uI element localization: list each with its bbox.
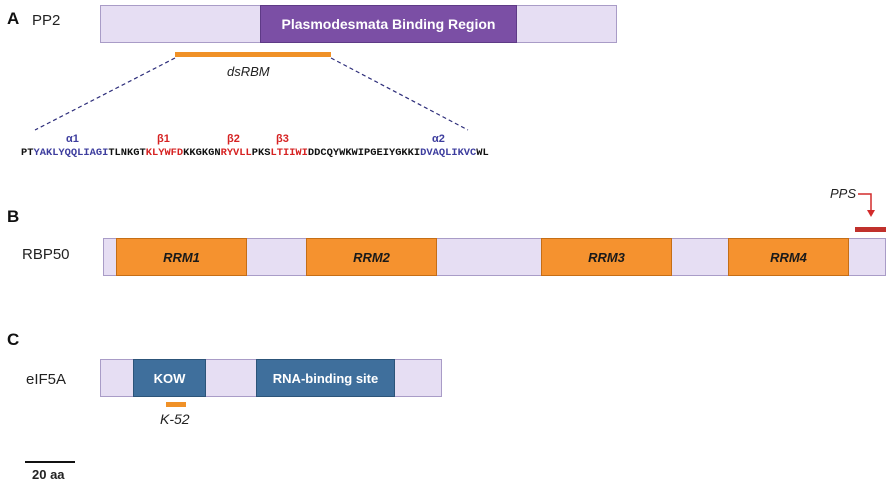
seq-seg-7: LTIIWI [270,147,308,159]
beta2-label: β2 [227,133,240,145]
eif5a-protein-name: eIF5A [26,371,67,388]
k52-marker [166,402,186,407]
rrm2-domain: RRM2 [306,238,437,276]
seq-seg-10: WL [476,147,489,159]
scale-bar-line [25,461,75,463]
rrm1-label: RRM1 [163,249,200,265]
seq-seg-0: PT [21,147,34,159]
pp2-protein-name: PP2 [32,12,61,29]
dsrbm-marker [175,52,331,57]
kow-label: KOW [153,370,186,386]
dsrbm-label: dsRBM [227,64,270,79]
pps-marker [855,227,886,232]
alpha1-label: α1 [66,133,79,145]
beta3-label: β3 [276,133,289,145]
rrm1-domain: RRM1 [116,238,247,276]
kow-domain: KOW [133,359,206,397]
seq-seg-9: DVAQLIKVC [420,147,477,159]
zoom-line-left [34,57,176,131]
rrm3-domain: RRM3 [541,238,672,276]
zoom-line-right [330,57,469,131]
k52-label: K-52 [160,411,190,427]
seq-seg-1: YAKLYQQLIAGI [33,147,109,159]
rna-binding-site-domain: RNA-binding site [256,359,395,397]
plasmodesmata-binding-region-label: Plasmodesmata Binding Region [281,16,496,32]
panel-b-letter: B [7,207,20,226]
panel-c-letter: C [7,330,20,349]
panel-a-letter: A [7,9,20,28]
zoom-dashed-lines [34,57,469,131]
seq-seg-2: TLNKGT [108,147,146,159]
rrm3-label: RRM3 [588,249,625,265]
rbp50-protein-name: RBP50 [22,246,70,263]
rna-binding-site-label: RNA-binding site [272,370,379,386]
seq-seg-4: KKGKGN [183,147,221,159]
rrm4-domain: RRM4 [728,238,849,276]
seq-seg-8: DDCQYWKWIPGEIYGKKI [307,147,421,159]
seq-seg-3: KLYWFD [145,147,184,159]
seq-seg-5: RYVLL [220,147,252,159]
scale-bar-label: 20 aa [32,467,65,482]
seq-seg-6: PKS [251,147,271,159]
beta1-label: β1 [157,133,170,145]
rrm4-label: RRM4 [770,249,807,265]
alpha2-label: α2 [432,133,445,145]
pps-arrow-icon [858,193,875,217]
plasmodesmata-binding-region: Plasmodesmata Binding Region [260,5,517,43]
rrm2-label: RRM2 [353,249,390,265]
pps-label: PPS [830,186,857,201]
